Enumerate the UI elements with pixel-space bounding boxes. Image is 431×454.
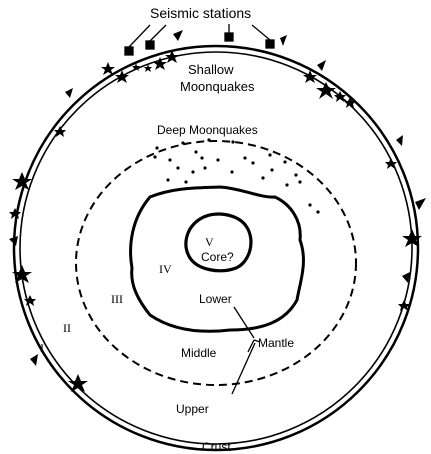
middle-mantle-boundary xyxy=(75,140,357,386)
leader-lower xyxy=(233,306,255,339)
quake-dot xyxy=(191,170,195,174)
quake-dot xyxy=(270,168,274,172)
quake-star xyxy=(402,229,422,247)
quake-dot xyxy=(283,160,287,164)
quake-dot xyxy=(261,176,265,180)
quake-dot xyxy=(168,158,172,162)
station-marker xyxy=(124,46,134,56)
leader-mantle xyxy=(253,339,261,343)
quake-dot xyxy=(155,146,159,150)
core-label: Core? xyxy=(201,250,234,264)
core-region xyxy=(184,212,253,273)
rim-flag xyxy=(280,35,287,46)
quake-star xyxy=(334,91,346,102)
crust-inner-ring xyxy=(19,51,413,445)
mantle-leader-lines xyxy=(231,306,261,395)
quake-dot xyxy=(285,183,289,187)
quake-dot xyxy=(184,180,188,184)
quake-star xyxy=(132,63,140,71)
quake-star xyxy=(68,374,88,392)
station-marker xyxy=(265,39,275,49)
quake-dot xyxy=(176,166,180,170)
shallow-label-line2: Moonquakes xyxy=(180,79,255,94)
quake-dot xyxy=(200,156,204,160)
rim-flag xyxy=(396,135,403,146)
rim-flags xyxy=(9,30,426,366)
quake-star xyxy=(54,126,66,137)
region-I-label: I xyxy=(40,341,44,355)
crust-label: Crust xyxy=(202,440,231,454)
seismic-stations-label: Seismic stations xyxy=(150,5,251,21)
quake-dot xyxy=(308,203,312,207)
quake-dot xyxy=(251,161,255,165)
quake-dot xyxy=(298,180,302,184)
quake-star xyxy=(9,208,21,219)
quake-star xyxy=(398,300,410,311)
station-pointer xyxy=(251,24,271,41)
station-marker xyxy=(145,40,155,50)
quake-star xyxy=(12,265,32,283)
deep-moonquake-dots xyxy=(153,138,320,214)
deep-moonquakes-label: Deep Moonquakes xyxy=(157,123,258,137)
shallow-label-line1: Shallow xyxy=(188,62,234,77)
rim-flag xyxy=(65,88,73,98)
region-V-label: V xyxy=(205,235,214,249)
quake-dot xyxy=(166,178,170,182)
quake-dot xyxy=(243,156,247,160)
rim-flag xyxy=(402,272,410,283)
quake-dot xyxy=(207,138,211,142)
leader-upper xyxy=(231,342,256,395)
quake-dot xyxy=(181,141,185,145)
region-II-label: II xyxy=(63,321,71,335)
crust-outer-ring xyxy=(12,44,420,452)
mantle-label: Mantle xyxy=(258,336,294,350)
middle-mantle-label: Middle xyxy=(181,346,217,360)
quake-dot xyxy=(268,153,272,157)
leader-middle xyxy=(247,339,255,353)
region-IV-label: IV xyxy=(159,262,172,276)
rim-flag xyxy=(9,236,18,246)
rim-flag xyxy=(415,198,426,210)
upper-mantle-label: Upper xyxy=(176,402,209,416)
region-III-label: III xyxy=(111,292,123,306)
quake-star xyxy=(115,70,129,83)
quake-star xyxy=(24,295,36,306)
quake-dot xyxy=(231,140,235,144)
lower-mantle-label: Lower xyxy=(199,292,232,306)
quake-dot xyxy=(230,170,234,174)
station-pointer xyxy=(149,24,167,42)
lower-mantle-region xyxy=(129,185,305,333)
quake-star xyxy=(12,172,32,190)
quake-dot xyxy=(203,166,207,170)
quake-dot xyxy=(216,158,220,162)
quake-star xyxy=(303,70,317,83)
quake-star xyxy=(344,97,356,108)
quake-star xyxy=(101,62,115,75)
rim-flag xyxy=(317,60,326,71)
seismic-stations xyxy=(124,24,275,56)
rim-flag xyxy=(173,30,183,41)
quake-dot xyxy=(294,173,298,177)
quake-star xyxy=(144,64,152,72)
rim-flag xyxy=(30,354,38,366)
quake-star xyxy=(165,50,179,63)
quake-star xyxy=(385,158,397,169)
quake-dot xyxy=(153,155,157,159)
shallow-moonquake-stars xyxy=(9,50,422,392)
quake-dot xyxy=(316,210,320,214)
quake-dot xyxy=(194,150,198,154)
quake-star xyxy=(153,57,167,70)
station-pointer xyxy=(128,24,151,48)
station-marker xyxy=(224,32,234,42)
quake-star xyxy=(316,82,336,99)
